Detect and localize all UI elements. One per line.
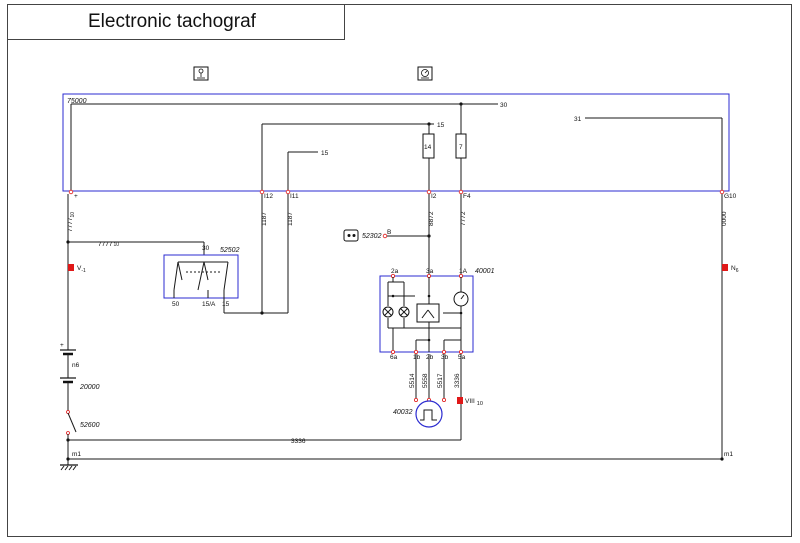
tachograph-icon [417,66,433,81]
battery-minus: - [60,375,62,382]
pin-i12: I12 [264,193,273,200]
wire-1187-b: 1187 [287,212,294,226]
su-pin-2b: 2b [426,354,434,361]
wire-label-15-mid: 15 [321,150,329,157]
marker-m1-right: m1 [724,451,733,458]
wire-5517: 5517 [437,373,444,388]
ks-pin-15: 15 [222,301,230,308]
marker-v1 [68,264,74,271]
marker-m1-left: m1 [72,451,81,458]
wire-label-31: 31 [574,116,582,123]
pulse-sensor-label: 40032 [393,409,413,416]
wire-7777-horizontal: 777710 [98,241,119,248]
su-pin-6a: 6a [390,354,398,361]
ks-pin-15a: 15/A [202,301,216,308]
wire-5514: 5514 [409,373,416,388]
wire-7772: 7772 [460,211,467,226]
tachograph-label: 75000 [67,98,87,105]
key-ignition-icon [193,66,209,81]
connector-label: 52302 [362,233,382,240]
key-switch-box [163,254,239,299]
sensor-unit-label: 40001 [475,268,495,275]
fuse-7-label: 7 [459,144,463,151]
diagram-title: Electronic tachograf [88,11,256,32]
wire-5558: 5558 [422,373,429,388]
ks-pin-30: 30 [202,245,210,252]
su-pin-3a: 3a [426,268,434,275]
connector-pin-b: B [387,229,391,236]
tachograph-box [62,93,730,192]
marker-n6-left: n6 [72,362,80,369]
pin-i2: I2 [431,193,437,200]
ks-pin-50: 50 [172,301,180,308]
pin-plus: + [74,193,78,200]
su-pin-1a: 1A [459,268,468,275]
marker-viii [457,397,463,404]
su-pin-5a: 5a [458,354,466,361]
connector-icon [343,229,359,242]
wire-8872: 8872 [428,211,435,226]
sensor-unit-internals [387,277,462,352]
pulse-sensor [415,400,443,428]
su-pin-1b: 1b [413,354,421,361]
title-box: Electronic tachograf [7,4,345,40]
marker-n6-right-label: N6 [731,265,739,274]
su-pin-2a: 2a [391,268,399,275]
fuse-14-label: 14 [424,144,432,151]
battery-plus: + [60,342,64,349]
marker-n6-right [722,264,728,271]
wire-label-30: 30 [500,102,508,109]
wire-0000: 0000 [721,211,728,226]
su-pin-3b: 3b [441,354,449,361]
wire-7777-vertical: 777710 [67,212,76,232]
battery-switch-label: 52600 [80,422,100,429]
key-switch-contacts [173,261,229,298]
pin-g10: G10 [724,193,737,200]
battery-switch-blade [67,412,77,433]
sensor-unit-box [379,275,474,353]
wire-label-15-top: 15 [437,122,445,129]
key-switch-label: 52502 [220,247,240,254]
wire-3336-bottom: 3336 [291,438,306,445]
pin-f4: F4 [463,193,471,200]
marker-v1-label: V-1 [77,265,86,274]
diagram-frame [7,4,792,537]
wire-3336-vertical: 3336 [454,373,461,388]
ground-hatch [60,465,77,471]
battery-label: 20000 [79,384,100,391]
wire-1187-a: 1187 [261,212,268,226]
pin-i11: I11 [290,193,299,200]
